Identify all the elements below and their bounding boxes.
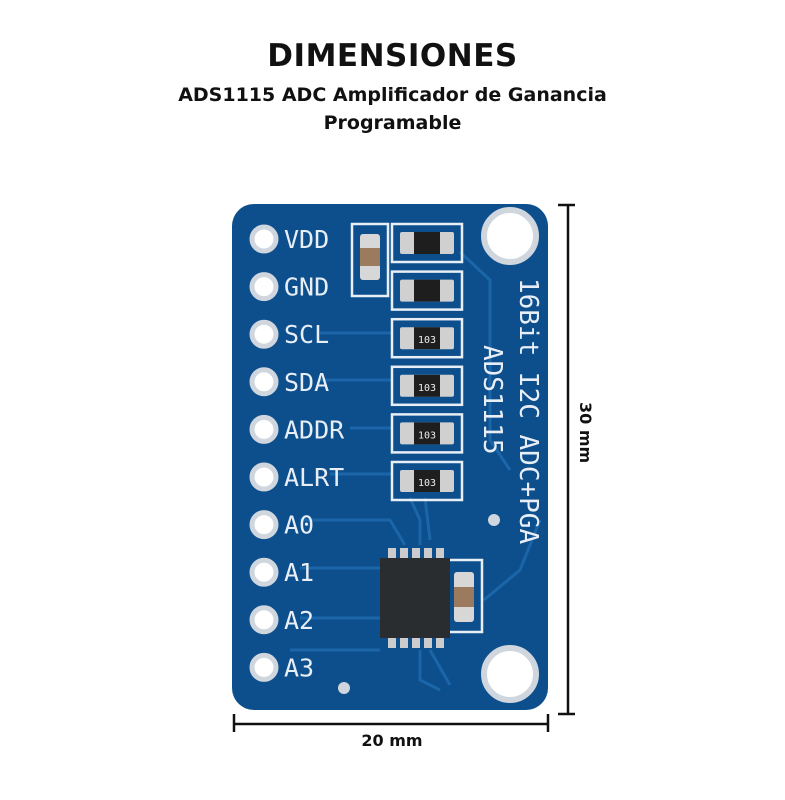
ads1115-chip [380,548,450,648]
resistor-body [414,374,440,397]
page-title: DIMENSIONES [267,38,518,74]
component-outline [390,460,464,502]
resistor-marking: 103 [418,383,436,394]
pin-label: A2 [284,606,314,635]
silk-label-16bit: 16Bit I2C ADC+PGA [513,278,543,544]
component-outline [390,317,464,359]
resistor-marking: 103 [418,478,436,489]
resistor-body [414,279,440,302]
component-outline [390,270,464,311]
height-dimension-line [558,203,575,716]
silk-label-ads1115: ADS1115 [477,345,507,455]
resistor-body [414,232,440,254]
capacitor-outline [350,222,390,298]
mounting-hole-top [481,207,539,265]
width-label: 20 mm [361,731,422,750]
resistor-body [414,327,440,350]
subtitle-line-2: Programable [323,112,462,134]
pin-label: A3 [284,653,314,682]
pin-hole [249,605,279,635]
pin-label: ADDR [284,415,345,444]
component-outline [390,365,464,407]
component-outline [390,222,464,264]
resistor-body [414,422,440,445]
pin-label: A1 [284,558,314,587]
pin-hole [249,557,279,587]
pin-label: VDD [284,225,329,254]
pin-hole [249,224,279,254]
capacitor-2-body [454,587,474,607]
pin-label: ALRT [284,463,344,492]
height-label: 30 mm [576,402,595,463]
subtitle-line-1: ADS1115 ADC Amplificador de Ganancia [178,84,607,106]
pin-label: SCL [284,320,329,349]
pcb-traces [290,250,542,692]
width-dimension-line [232,714,550,732]
via [338,682,350,694]
pin-label: SDA [284,368,329,397]
resistor-marking: 103 [418,335,436,346]
pin-hole [249,414,279,444]
pin-hole [249,462,279,492]
pin-label: A0 [284,511,314,540]
resistor-body [414,470,440,492]
via [488,514,500,526]
pin-hole [249,510,279,540]
pin-hole [249,367,279,397]
pin-hole [249,319,279,349]
mounting-hole-bottom [481,645,539,703]
resistor-marking: 103 [418,430,436,441]
pin-hole [249,652,279,682]
capacitor-body [360,248,380,266]
pin-label: GND [284,273,329,302]
component-outline [390,413,464,454]
pin-hole [249,272,279,302]
